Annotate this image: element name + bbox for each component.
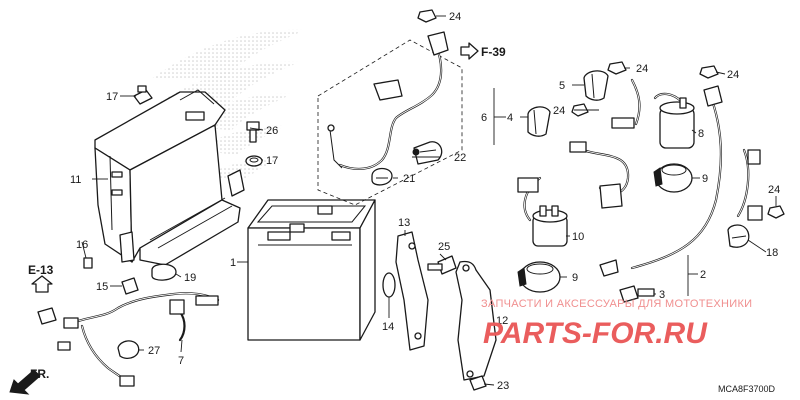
bolt-26 xyxy=(246,121,260,143)
callout-19: 19 xyxy=(184,272,196,284)
callout-10: 10 xyxy=(572,231,584,243)
callout-21: 21 xyxy=(403,173,415,185)
callout-27: 27 xyxy=(148,345,160,357)
diagram-code: MCA8F3700D xyxy=(718,384,776,394)
nut-24-right xyxy=(767,205,785,219)
grommet-14 xyxy=(382,272,396,298)
callout-9-lower: 9 xyxy=(572,272,578,284)
callout-14: 14 xyxy=(382,321,394,333)
up-arrow-icon xyxy=(31,275,53,293)
grommet-17 xyxy=(245,155,263,167)
clip-16 xyxy=(83,257,93,269)
callout-17-grommet: 17 xyxy=(266,155,278,167)
clamp-27 xyxy=(117,340,140,360)
callout-22: 22 xyxy=(454,152,466,164)
callout-25: 25 xyxy=(438,241,450,253)
down-left-arrow-icon xyxy=(9,369,41,395)
callout-24-top: 24 xyxy=(449,11,461,23)
callout-8: 8 xyxy=(698,128,704,140)
reference-f39: F-39 xyxy=(481,45,506,59)
callout-6: 6 xyxy=(481,112,487,124)
callout-3: 3 xyxy=(659,289,665,301)
callout-7: 7 xyxy=(178,355,184,367)
reference-fr: FR. xyxy=(30,367,49,381)
nut-24-top xyxy=(417,9,437,23)
callout-15: 15 xyxy=(96,281,108,293)
starter-relay-8 xyxy=(653,92,695,149)
f39-dashed-group xyxy=(317,39,463,206)
clamp-19 xyxy=(151,263,177,281)
callout-12: 12 xyxy=(496,315,508,327)
bolt-25 xyxy=(427,255,457,275)
nut-24-relay xyxy=(607,61,627,75)
bolt-17-top xyxy=(133,85,153,105)
callout-18: 18 xyxy=(766,247,778,259)
callout-11: 11 xyxy=(70,174,81,186)
battery-cable xyxy=(327,31,449,170)
callout-5: 5 xyxy=(559,80,565,92)
leader-lines xyxy=(81,15,777,386)
relay-mount-9-lower xyxy=(517,261,561,293)
battery-box xyxy=(94,89,245,266)
watermark-tagline: ЗАПЧАСТИ И АКСЕССУАРЫ ДЛЯ МОТОТЕХНИКИ xyxy=(481,298,752,310)
callout-2: 2 xyxy=(700,269,706,281)
reference-e13: E-13 xyxy=(28,263,54,277)
callout-16: 16 xyxy=(76,239,88,251)
cable-clip-18 xyxy=(727,224,750,248)
callout-4: 4 xyxy=(507,112,513,124)
starter-relay-10 xyxy=(532,205,568,247)
starter-relay-cable-6 xyxy=(517,78,641,222)
stay-12 xyxy=(455,260,497,381)
callout-17-top: 17 xyxy=(106,91,118,103)
cable-clamp-21 xyxy=(371,167,393,186)
callout-13: 13 xyxy=(398,217,410,229)
nut-24-right-top xyxy=(699,65,719,79)
callout-24-relay: 24 xyxy=(636,63,648,75)
relay-mount-9-upper xyxy=(653,163,693,193)
bolt-3 xyxy=(619,285,655,303)
callout-24-right-top: 24 xyxy=(727,69,739,81)
terminal-cover-4 xyxy=(527,106,551,137)
terminal-cover-5 xyxy=(583,70,609,101)
callout-1: 1 xyxy=(230,257,236,269)
bolt-15 xyxy=(121,277,139,295)
bolt-23 xyxy=(469,375,487,391)
battery xyxy=(247,199,376,341)
cable-clamp-22 xyxy=(412,141,443,165)
callout-9-upper: 9 xyxy=(702,173,708,185)
bracket-13 xyxy=(395,231,429,351)
callout-23: 23 xyxy=(497,380,509,392)
ground-cable-7 xyxy=(37,292,220,387)
callout-24-center: 24 xyxy=(553,105,565,117)
watermark-brand: PARTS-FOR.RU xyxy=(483,317,708,350)
callout-26: 26 xyxy=(266,125,278,137)
callout-24-right: 24 xyxy=(768,184,780,196)
starter-cable-2 xyxy=(599,85,763,277)
right-arrow-icon xyxy=(460,42,479,60)
callout-labels: 1 2 3 4 5 6 7 8 9 9 10 11 12 13 14 15 16… xyxy=(70,11,780,392)
